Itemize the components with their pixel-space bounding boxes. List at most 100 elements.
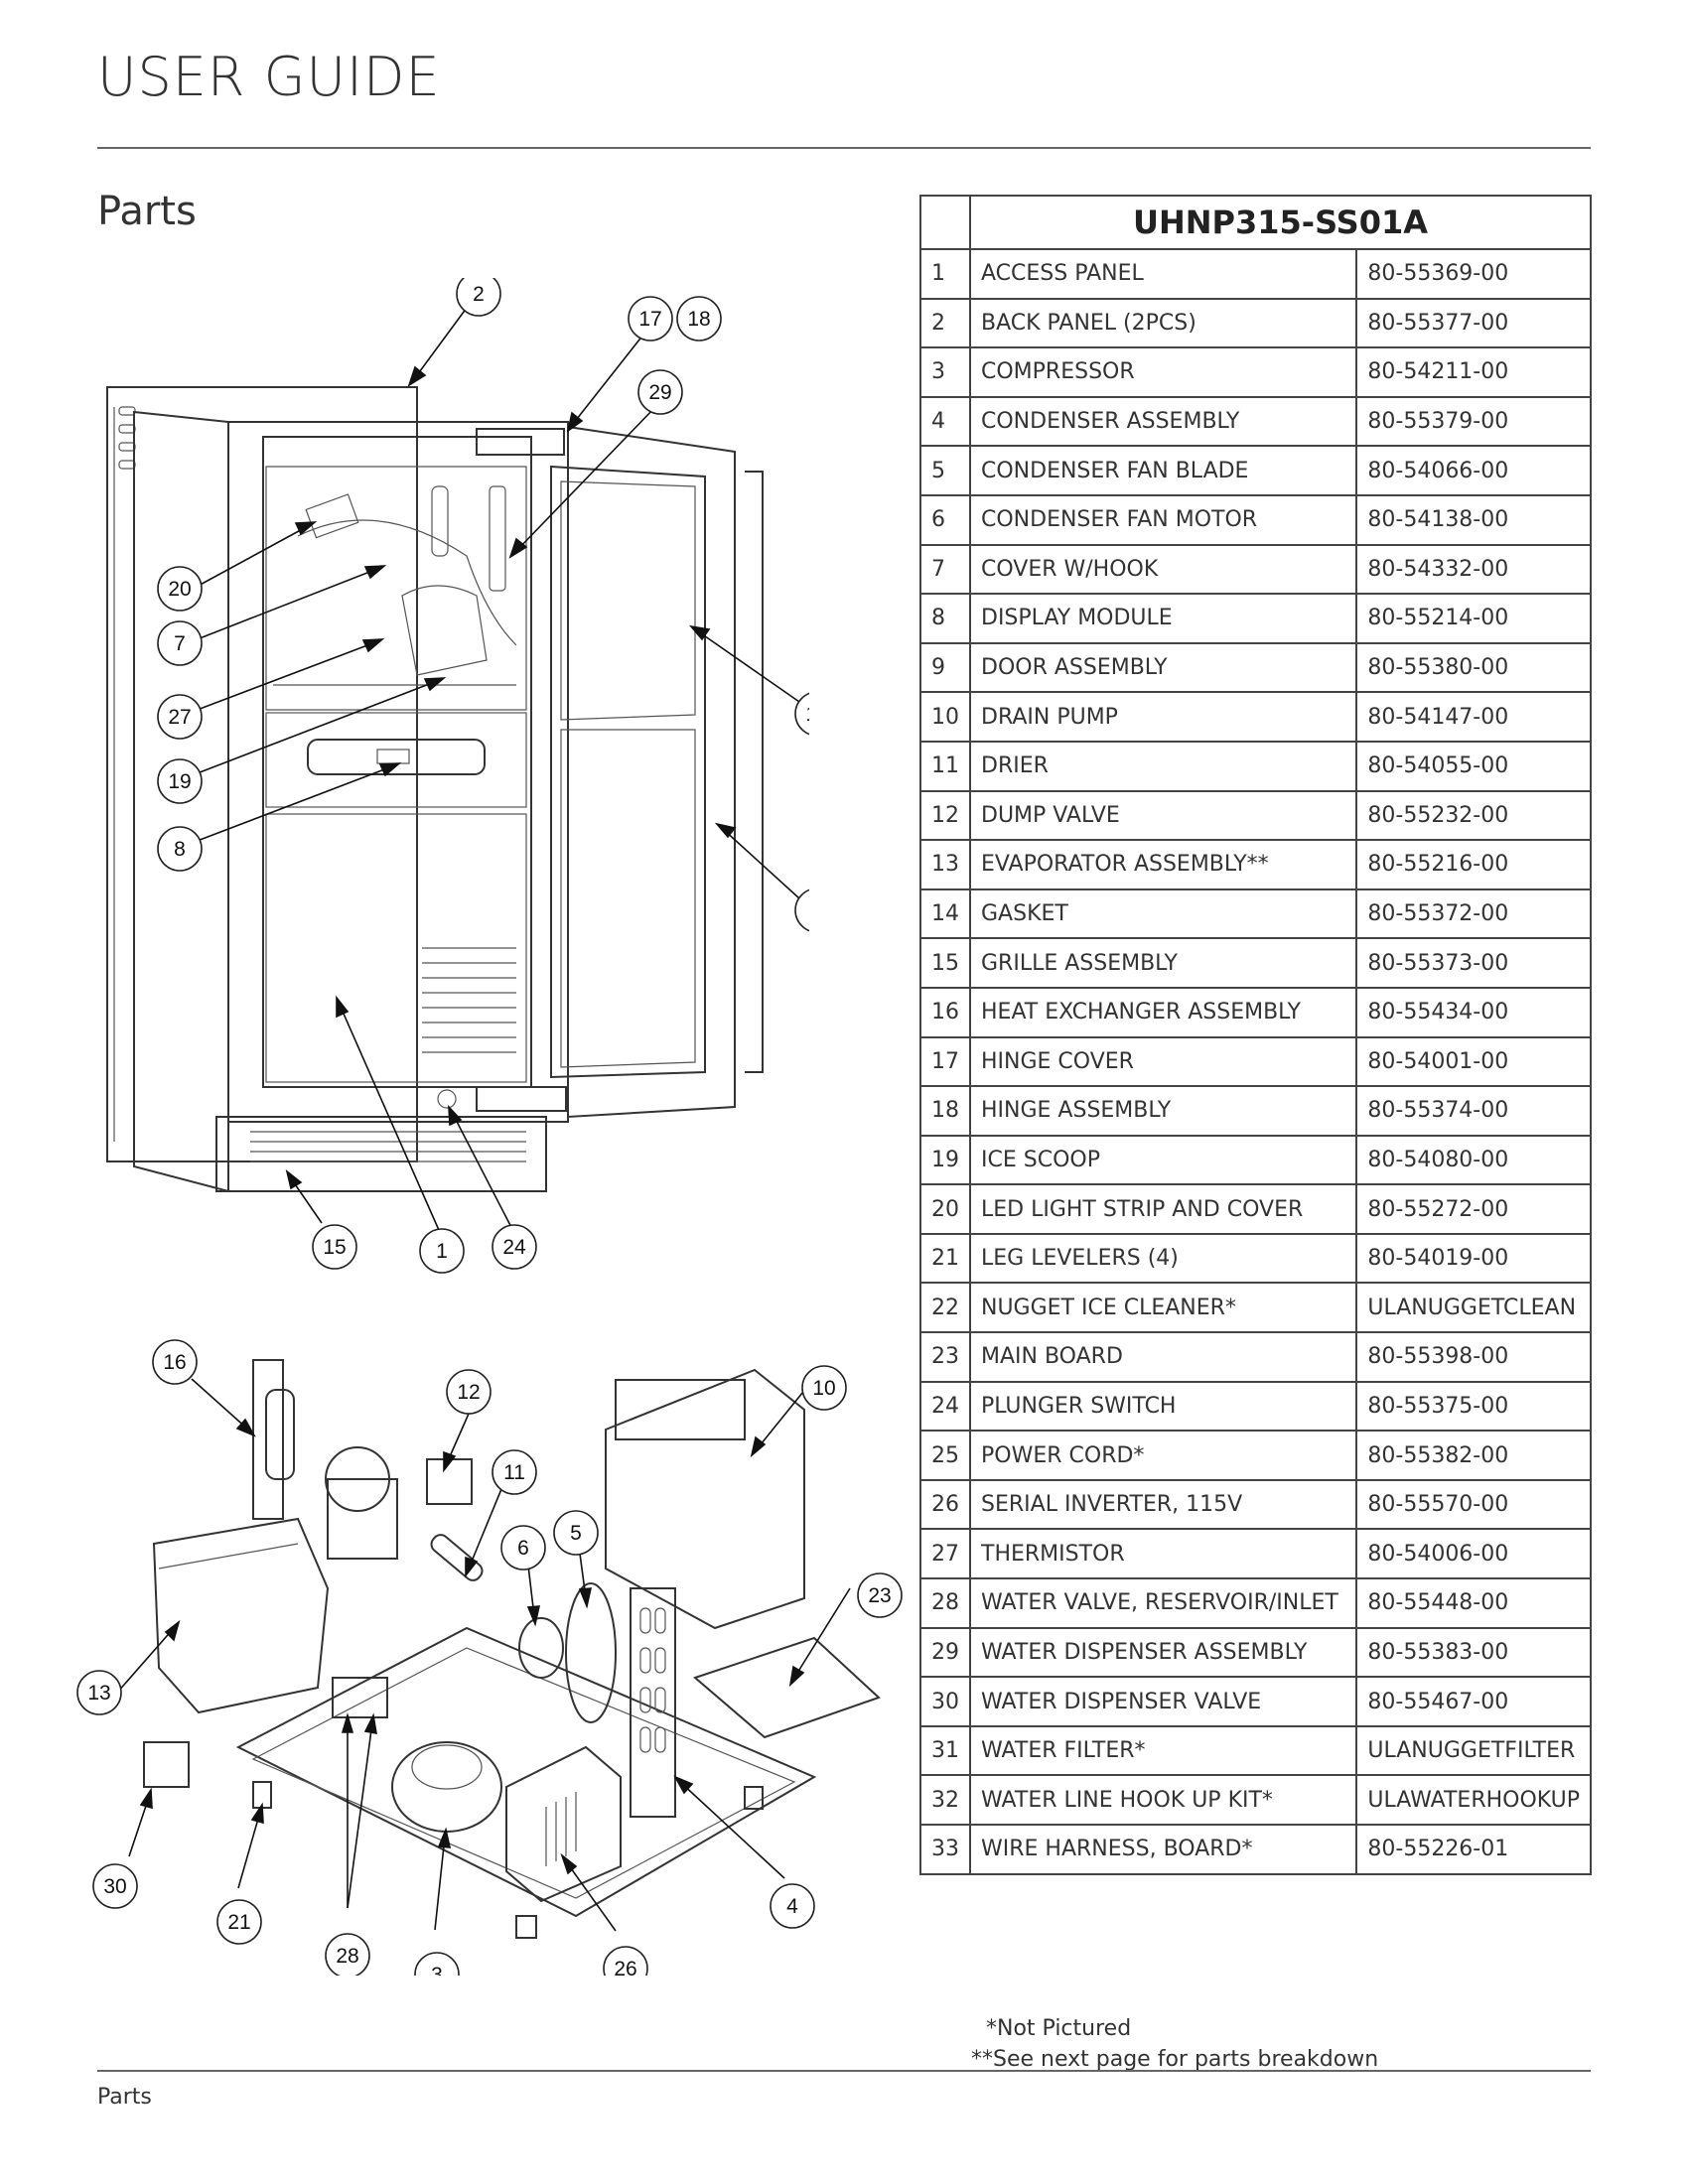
components-exploded-diagram: 16 12 10 11 6 5 23 13 30 21 28 3 26 4 bbox=[76, 1339, 903, 1976]
cell-num: 23 bbox=[919, 1331, 971, 1383]
callout-20: 20 bbox=[157, 566, 203, 612]
cell-num: 4 bbox=[919, 395, 971, 448]
svg-text:4: 4 bbox=[786, 1895, 798, 1918]
cell-num: 17 bbox=[919, 1035, 971, 1088]
cell-num: 12 bbox=[919, 789, 971, 842]
header-divider bbox=[97, 147, 1591, 149]
cell-num: 31 bbox=[919, 1724, 971, 1777]
cell-num: 30 bbox=[919, 1676, 971, 1727]
svg-text:2: 2 bbox=[473, 283, 485, 306]
cell-pn: 80-55380-00 bbox=[1355, 641, 1592, 694]
svg-text:27: 27 bbox=[168, 706, 191, 729]
callout-11: 11 bbox=[492, 1449, 537, 1495]
callout-1: 1 bbox=[419, 1228, 465, 1274]
cell-desc: DOOR ASSEMBLY bbox=[968, 641, 1358, 694]
svg-text:12: 12 bbox=[457, 1381, 480, 1404]
svg-text:5: 5 bbox=[570, 1522, 582, 1545]
cell-desc: LED LIGHT STRIP AND COVER bbox=[968, 1183, 1358, 1235]
cell-pn: 80-54147-00 bbox=[1355, 691, 1592, 743]
cell-desc: ACCESS PANEL bbox=[968, 248, 1358, 300]
cell-num: 33 bbox=[919, 1824, 971, 1875]
cell-desc: CONDENSER FAN BLADE bbox=[968, 445, 1358, 496]
svg-text:8: 8 bbox=[174, 838, 186, 861]
cell-pn: 80-55375-00 bbox=[1355, 1380, 1592, 1433]
callout-17: 17 bbox=[628, 296, 673, 341]
cell-desc: WIRE HARNESS, BOARD* bbox=[968, 1824, 1358, 1875]
callout-26: 26 bbox=[603, 1946, 648, 1976]
cell-desc: HINGE ASSEMBLY bbox=[968, 1085, 1358, 1137]
cell-desc: DUMP VALVE bbox=[968, 789, 1358, 842]
cell-desc: GASKET bbox=[968, 887, 1358, 940]
cell-num: 19 bbox=[919, 1134, 971, 1186]
cell-desc: NUGGET ICE CLEANER* bbox=[968, 1282, 1358, 1334]
cell-pn: 80-54055-00 bbox=[1355, 740, 1592, 792]
cell-num: 9 bbox=[919, 641, 971, 694]
svg-text:19: 19 bbox=[168, 770, 191, 793]
svg-text:6: 6 bbox=[517, 1537, 529, 1560]
callout-21: 21 bbox=[216, 1899, 262, 1945]
cell-num: 22 bbox=[919, 1282, 971, 1334]
callout-2: 2 bbox=[456, 278, 501, 317]
svg-text:21: 21 bbox=[227, 1911, 250, 1934]
cell-desc: WATER VALVE, RESERVOIR/INLET bbox=[968, 1577, 1358, 1629]
callout-7: 7 bbox=[157, 620, 203, 666]
cell-pn: 80-55383-00 bbox=[1355, 1626, 1592, 1679]
cell-pn: 80-55434-00 bbox=[1355, 986, 1592, 1038]
callout-10: 10 bbox=[801, 1365, 847, 1411]
cell-num: 6 bbox=[919, 493, 971, 546]
svg-text:17: 17 bbox=[638, 308, 661, 331]
cell-desc: HINGE COVER bbox=[968, 1035, 1358, 1088]
cell-pn: 80-54080-00 bbox=[1355, 1134, 1592, 1186]
svg-text:15: 15 bbox=[323, 1236, 346, 1259]
callout-8: 8 bbox=[157, 826, 203, 872]
cell-num: 3 bbox=[919, 346, 971, 398]
svg-text:30: 30 bbox=[103, 1875, 126, 1898]
cell-desc: MAIN BOARD bbox=[968, 1331, 1358, 1383]
cell-desc: DISPLAY MODULE bbox=[968, 593, 1358, 644]
callout-9: 9 bbox=[794, 888, 809, 932]
callout-30: 30 bbox=[92, 1863, 138, 1909]
cell-desc: CONDENSER ASSEMBLY bbox=[968, 395, 1358, 448]
table-notes: *Not Pictured **See next page for parts … bbox=[971, 2013, 1378, 2075]
cell-num: 15 bbox=[919, 937, 971, 989]
cell-num: 21 bbox=[919, 1232, 971, 1285]
cell-num: 20 bbox=[919, 1183, 971, 1235]
cell-desc: LEG LEVELERS (4) bbox=[968, 1232, 1358, 1285]
cell-desc: DRIER bbox=[968, 740, 1358, 792]
callout-23: 23 bbox=[857, 1572, 903, 1618]
cell-num: 13 bbox=[919, 839, 971, 890]
callout-28: 28 bbox=[325, 1933, 370, 1976]
callout-27: 27 bbox=[157, 694, 203, 740]
callout-6: 6 bbox=[500, 1525, 546, 1570]
svg-text:10: 10 bbox=[812, 1377, 835, 1400]
cell-desc: CONDENSER FAN MOTOR bbox=[968, 493, 1358, 546]
footer-divider bbox=[97, 2070, 1591, 2072]
cell-desc: COVER W/HOOK bbox=[968, 543, 1358, 596]
table-header-row: UHNP315-SS01A bbox=[919, 195, 1592, 250]
section-title: Parts bbox=[97, 189, 197, 234]
cell-num: 24 bbox=[919, 1380, 971, 1433]
cell-desc: SERIAL INVERTER, 115V bbox=[968, 1478, 1358, 1531]
cell-num: 7 bbox=[919, 543, 971, 596]
svg-text:16: 16 bbox=[163, 1351, 186, 1374]
svg-text:24: 24 bbox=[502, 1236, 526, 1259]
cell-desc: WATER DISPENSER ASSEMBLY bbox=[968, 1626, 1358, 1679]
cell-pn: 80-54332-00 bbox=[1355, 543, 1592, 596]
cell-num: 1 bbox=[919, 248, 971, 300]
